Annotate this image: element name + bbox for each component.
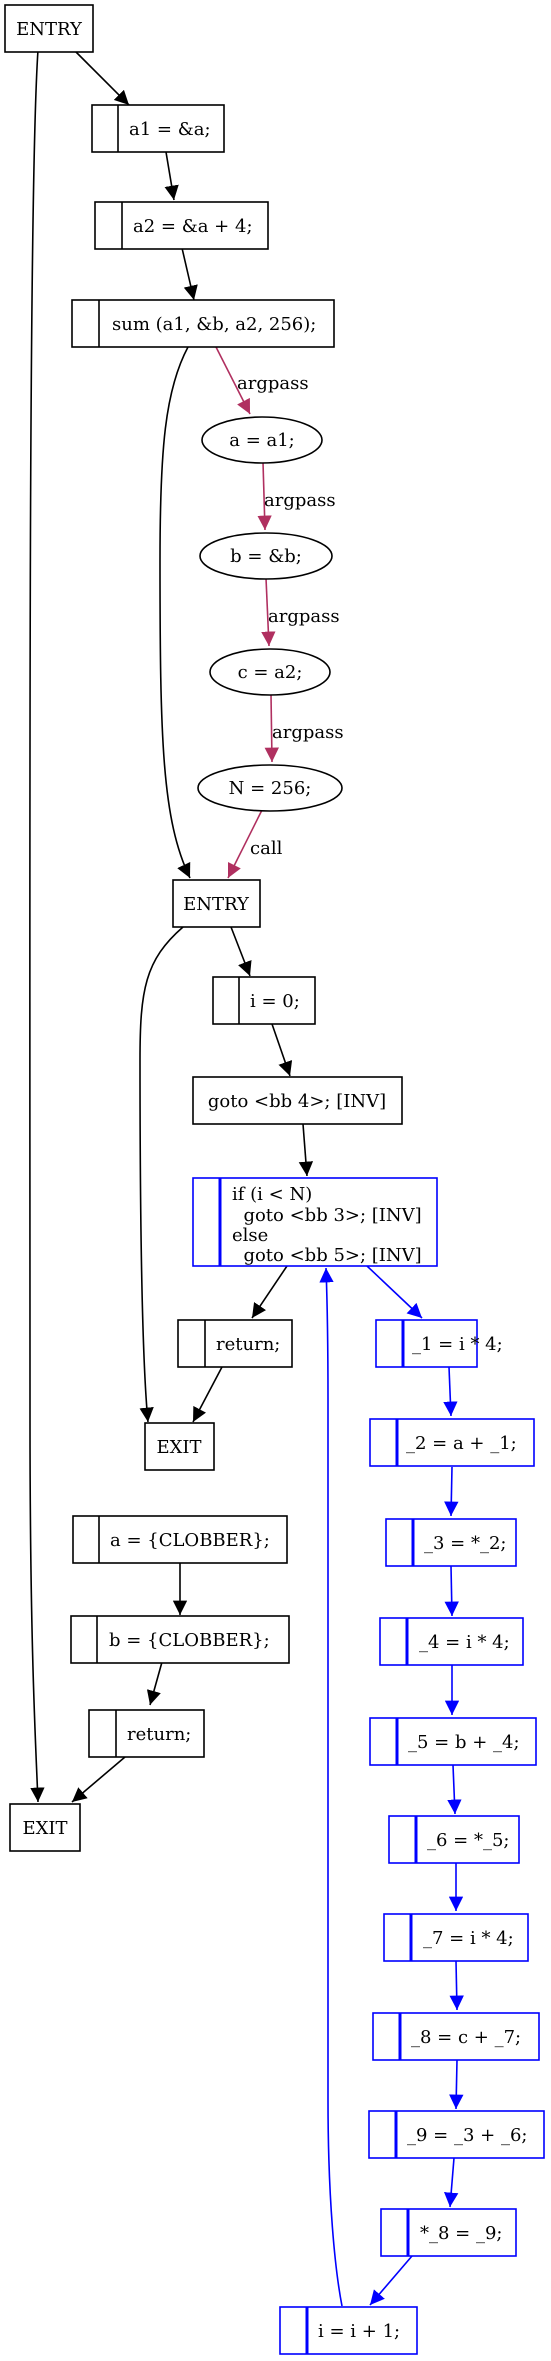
node-label: EXIT [22,1818,67,1839]
node-label: _1 = i * 4; [412,1334,503,1355]
node-label: return; [127,1724,191,1745]
node-label: _4 = i * 4; [419,1632,510,1653]
node-param-b[interactable]: b = &b; [199,532,333,580]
node-label-line-2: goto <bb 3>; [INV] [232,1205,422,1226]
edge-sum-to-entry-sum [159,346,191,879]
node-label: return; [216,1334,280,1355]
node-label: _8 = c + _7; [411,2027,521,2048]
node-label: a1 = &a; [129,119,211,140]
node-param-a[interactable]: a = a1; [201,416,323,464]
node-label: a2 = &a + 4; [133,216,253,237]
node-loop-s8[interactable]: _8 = c + _7; [372,2012,540,2061]
node-label: _7 = i * 4; [423,1928,514,1949]
node-goto-bb4[interactable]: goto <bb 4>; [INV] [192,1076,403,1125]
node-loop-s7[interactable]: _7 = i * 4; [383,1913,529,1962]
node-label: ENTRY [16,19,83,40]
edge-cond-to-s1[interactable] [366,1265,423,1319]
edge-s5-to-s6[interactable] [447,1764,462,1815]
nodes: ENTRY a1 = &a; a2 = &a + 4; sum (a1, &b,… [4,4,545,2355]
node-loop-s11[interactable]: i = i + 1; [279,2306,418,2355]
edge-label-argpass-c: argpass [268,606,340,627]
node-label: *_8 = _9; [420,2223,503,2244]
edge-entry-to-exit [29,49,45,1803]
edge-entry-sum-to-exit-sum [139,926,184,1423]
node-exit-main[interactable]: EXIT [9,1803,81,1852]
node-loop-condition[interactable]: if (i < N) goto <bb 3>; [INV] else goto … [192,1177,438,1267]
node-label: b = {CLOBBER}; [109,1630,270,1651]
edge-param-b-to-param-c [261,577,276,647]
node-label-line-1: if (i < N) [232,1184,312,1205]
edge-label-argpass-b: argpass [264,490,336,511]
edge-a1-to-a2 [164,151,179,201]
node-return-main[interactable]: return; [88,1709,205,1758]
edge-label-argpass-a: argpass [237,373,309,394]
node-clobber-b[interactable]: b = {CLOBBER}; [70,1615,290,1664]
edge-label-call: call [250,838,283,859]
node-loop-s4[interactable]: _4 = i * 4; [379,1617,524,1666]
node-label: N = 256; [229,778,312,799]
edge-cond-to-ret-sum [251,1265,288,1319]
edge-labels: argpass argpass argpass argpass call [237,373,344,859]
edge-s9-to-s10[interactable] [443,2157,459,2208]
edge-i0-to-goto4 [271,1023,293,1077]
node-label: goto <bb 4>; [INV] [208,1091,386,1112]
edge-s7-to-s8[interactable] [449,1960,464,2011]
node-loop-s9[interactable]: _9 = _3 + _6; [368,2110,545,2159]
node-label: _3 = *_2; [424,1533,507,1554]
node-loop-s2[interactable]: _2 = a + _1; [369,1418,535,1467]
node-sum-call[interactable]: sum (a1, &b, a2, 256); [71,299,335,348]
edge-entry-sum-to-i0 [230,926,252,977]
edge-sum-to-param-a [215,346,251,415]
edge-param-n-to-entry-sum [227,809,263,879]
node-label-line-3: else [232,1225,268,1246]
edge-entry-to-a1 [73,49,130,106]
node-label: a = a1; [229,430,295,451]
node-entry-sum[interactable]: ENTRY [172,879,261,928]
node-param-n[interactable]: N = 256; [197,764,343,812]
edge-s8-to-s9[interactable] [449,2059,464,2110]
node-label: c = a2; [238,662,303,683]
node-entry-main[interactable]: ENTRY [4,4,94,53]
node-label: _6 = *_5; [427,1830,510,1851]
edge-a2-to-sum [181,247,198,301]
node-i-init[interactable]: i = 0; [212,976,316,1025]
node-label: EXIT [156,1437,201,1458]
node-label: i = i + 1; [318,2321,400,2342]
node-loop-s1[interactable]: _1 = i * 4; [375,1319,503,1368]
node-loop-s10[interactable]: *_8 = _9; [380,2208,517,2257]
node-param-c[interactable]: c = a2; [209,648,331,696]
node-loop-s6[interactable]: _6 = *_5; [388,1815,520,1864]
edge-label-argpass-n: argpass [272,722,344,743]
edge-s3-to-s4[interactable] [444,1565,459,1617]
edge-clob-b-to-ret-main [146,1661,163,1706]
node-a2[interactable]: a2 = &a + 4; [94,201,269,250]
node-exit-sum[interactable]: EXIT [144,1422,215,1471]
node-label: _2 = a + _1; [406,1433,517,1454]
edge-s2-to-s3[interactable] [444,1466,459,1517]
edge-param-a-to-param-b [257,461,272,531]
node-label: i = 0; [250,991,300,1012]
edge-param-c-to-param-n [264,693,279,763]
node-label: _9 = _3 + _6; [407,2125,527,2146]
node-a1[interactable]: a1 = &a; [91,104,225,153]
node-label: ENTRY [183,894,250,915]
node-label: b = &b; [230,546,302,567]
edge-ret-main-to-exit [71,1756,126,1803]
edge-s11-to-cond-backedge[interactable] [319,1267,343,2307]
node-label: a = {CLOBBER}; [110,1530,270,1551]
edge-s1-to-s2[interactable] [443,1366,458,1417]
edge-goto4-to-cond [298,1123,314,1177]
edge-ret-sum-to-exit-sum [192,1366,223,1423]
node-return-sum[interactable]: return; [177,1319,293,1368]
edge-s10-to-s11[interactable] [369,2255,413,2306]
node-loop-s3[interactable]: _3 = *_2; [385,1518,517,1567]
node-label: _5 = b + _4; [408,1732,520,1753]
node-label-line-4: goto <bb 5>; [INV] [232,1245,422,1266]
node-clobber-a[interactable]: a = {CLOBBER}; [72,1515,288,1564]
node-loop-s5[interactable]: _5 = b + _4; [369,1717,537,1766]
node-label: sum (a1, &b, a2, 256); [112,314,316,335]
edges [29,49,464,2307]
